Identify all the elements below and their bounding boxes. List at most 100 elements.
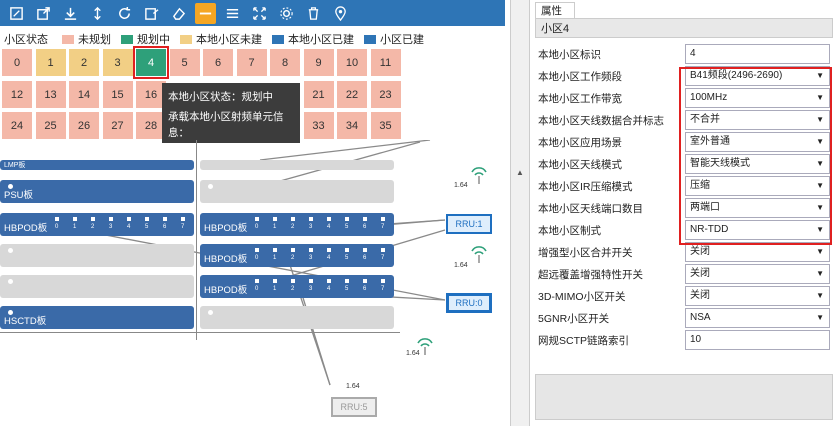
cell-23[interactable]: 23	[370, 81, 401, 108]
cell-13[interactable]: 13	[35, 81, 66, 108]
cell-9[interactable]: 9	[303, 49, 334, 76]
refresh-icon[interactable]	[114, 3, 135, 24]
board-port[interactable]	[381, 217, 385, 221]
board-port[interactable]	[327, 279, 331, 283]
settings-icon[interactable]	[276, 3, 297, 24]
chevron-down-icon[interactable]: ▼	[816, 137, 824, 146]
board-port[interactable]	[273, 217, 277, 221]
board-port[interactable]	[363, 217, 367, 221]
property-select[interactable]: B41频段(2496-2690)▼	[685, 66, 830, 86]
chevron-down-icon[interactable]: ▼	[816, 313, 824, 322]
chevron-down-icon[interactable]: ▼	[816, 247, 824, 256]
cell-10[interactable]: 10	[337, 49, 367, 76]
export-icon[interactable]	[33, 3, 54, 24]
board-port[interactable]	[291, 248, 295, 252]
board-port[interactable]	[345, 248, 349, 252]
board-port[interactable]	[255, 279, 259, 283]
transfer-icon[interactable]	[87, 3, 108, 24]
board-port[interactable]	[363, 248, 367, 252]
property-input[interactable]: 4	[685, 44, 830, 64]
empty-slot[interactable]	[200, 306, 394, 329]
rru-1[interactable]: RRU:1	[446, 214, 492, 234]
lmp-board[interactable]: LMP板	[0, 160, 194, 170]
board-port[interactable]	[291, 279, 295, 283]
cell-21[interactable]: 21	[303, 81, 334, 108]
board-port[interactable]	[345, 217, 349, 221]
location-icon[interactable]	[330, 3, 351, 24]
property-select[interactable]: NR-TDD▼	[685, 220, 830, 240]
board-port[interactable]	[109, 217, 113, 221]
delete-icon[interactable]	[303, 3, 324, 24]
cell-25[interactable]: 25	[35, 112, 66, 139]
board-port[interactable]	[55, 217, 59, 221]
edit-icon[interactable]	[6, 3, 27, 24]
board-port[interactable]	[255, 217, 259, 221]
board-port[interactable]	[327, 217, 331, 221]
board-port[interactable]	[309, 217, 313, 221]
line-icon[interactable]	[195, 2, 216, 24]
cell-3[interactable]: 3	[102, 49, 133, 76]
list-icon[interactable]	[222, 3, 243, 24]
chevron-down-icon[interactable]: ▼	[816, 203, 824, 212]
chevron-down-icon[interactable]: ▼	[816, 269, 824, 278]
cell-35[interactable]: 35	[370, 112, 401, 139]
board-port[interactable]	[363, 279, 367, 283]
rru-0[interactable]: RRU:0	[446, 293, 492, 313]
board-port[interactable]	[145, 217, 149, 221]
eraser-icon[interactable]	[168, 3, 189, 24]
cell-26[interactable]: 26	[69, 112, 99, 139]
board-port[interactable]	[381, 279, 385, 283]
property-select[interactable]: 不合并▼	[685, 110, 830, 130]
board-port[interactable]	[73, 217, 77, 221]
chevron-down-icon[interactable]: ▼	[816, 93, 824, 102]
property-select[interactable]: 关闭▼	[685, 264, 830, 284]
cell-14[interactable]: 14	[69, 81, 99, 108]
cell-7[interactable]: 7	[236, 49, 267, 76]
chevron-down-icon[interactable]: ▼	[816, 71, 824, 80]
tab-properties[interactable]: 属性	[535, 2, 575, 18]
cell-24[interactable]: 24	[2, 112, 32, 139]
board-port[interactable]	[273, 279, 277, 283]
chevron-down-icon[interactable]: ▼	[816, 225, 824, 234]
cell-33[interactable]: 33	[303, 112, 334, 139]
cell-15[interactable]: 15	[102, 81, 133, 108]
download-icon[interactable]	[60, 3, 81, 24]
collapse-arrow-icon[interactable]: ▲	[516, 168, 524, 177]
rru-5[interactable]: RRU:5	[331, 397, 377, 417]
expand-icon[interactable]	[249, 3, 270, 24]
board-port[interactable]	[345, 279, 349, 283]
cell-4[interactable]: 4	[133, 46, 169, 79]
chevron-down-icon[interactable]: ▼	[816, 181, 824, 190]
cell-27[interactable]: 27	[102, 112, 133, 139]
board-port[interactable]	[309, 248, 313, 252]
psu-board[interactable]: PSU板	[0, 180, 194, 203]
pane-splitter[interactable]: ▲	[510, 0, 530, 426]
board-port[interactable]	[309, 279, 313, 283]
property-select[interactable]: 两端口▼	[685, 198, 830, 218]
cell-22[interactable]: 22	[337, 81, 367, 108]
share-icon[interactable]	[141, 3, 162, 24]
property-select[interactable]: 关闭▼	[685, 242, 830, 262]
empty-slot[interactable]	[200, 180, 394, 203]
cell-5[interactable]: 5	[169, 49, 200, 76]
cell-28[interactable]: 28	[136, 112, 166, 139]
cell-2[interactable]: 2	[69, 49, 99, 76]
property-input[interactable]: 10	[685, 330, 830, 350]
cell-1[interactable]: 1	[35, 49, 66, 76]
board-port[interactable]	[255, 248, 259, 252]
board-port[interactable]	[273, 248, 277, 252]
property-select[interactable]: 关闭▼	[685, 286, 830, 306]
board-port[interactable]	[181, 217, 185, 221]
cell-34[interactable]: 34	[337, 112, 367, 139]
property-select[interactable]: 100MHz▼	[685, 88, 830, 108]
property-select[interactable]: 室外普通▼	[685, 132, 830, 152]
board-port[interactable]	[327, 248, 331, 252]
board-port[interactable]	[163, 217, 167, 221]
cell-6[interactable]: 6	[203, 49, 233, 76]
cell-8[interactable]: 8	[270, 49, 300, 76]
empty-slot[interactable]	[0, 244, 194, 267]
cell-0[interactable]: 0	[2, 49, 32, 76]
